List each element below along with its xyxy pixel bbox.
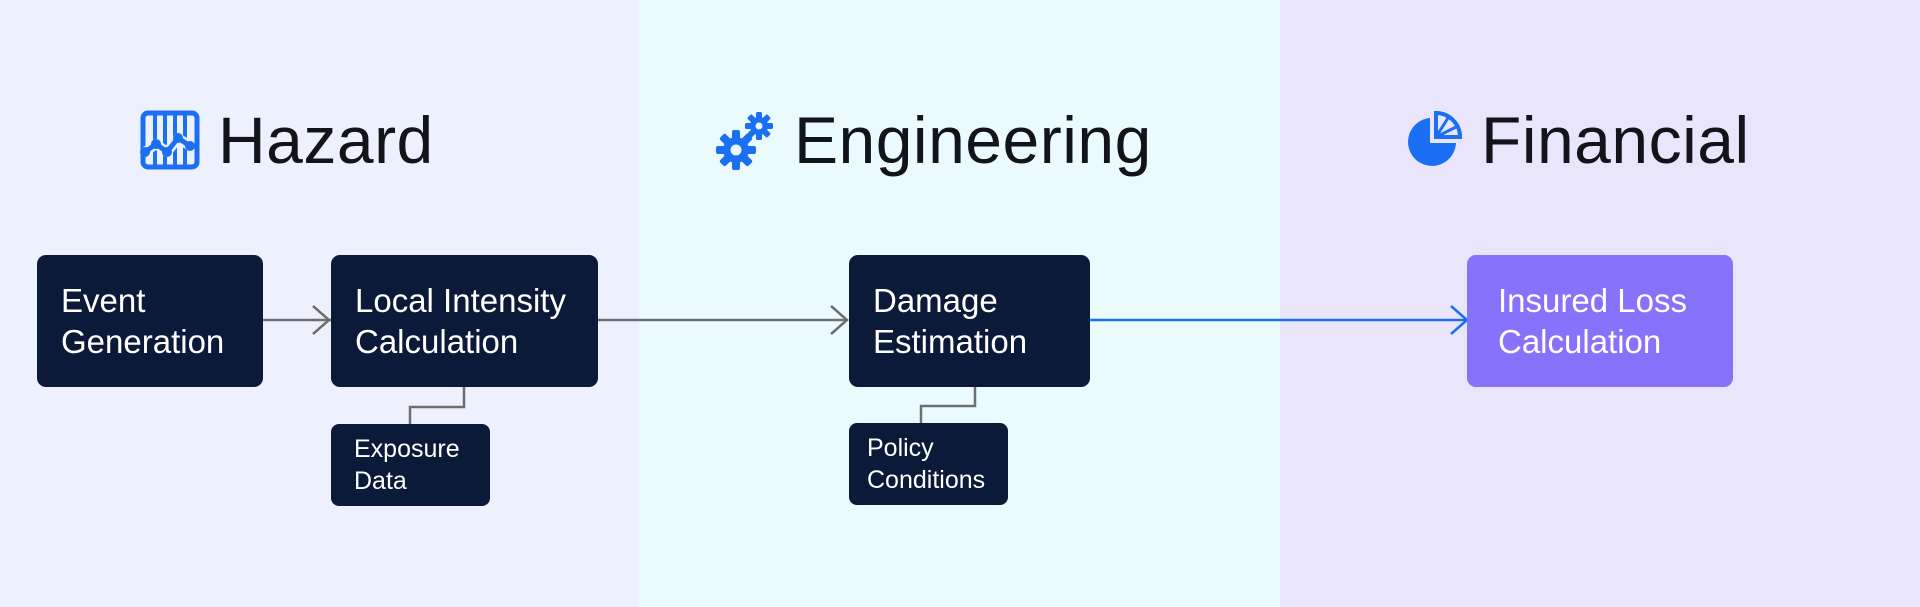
financial-title: Financial (1481, 103, 1750, 177)
hazard-header: Hazard (140, 100, 434, 180)
node-insured-loss-calculation[interactable]: Insured Loss Calculation (1467, 255, 1733, 387)
hazard-title: Hazard (218, 103, 434, 177)
node-event-generation[interactable]: Event Generation (37, 255, 263, 387)
node-damage-estimation[interactable]: Damage Estimation (849, 255, 1090, 387)
engineering-header: Engineering (716, 100, 1152, 180)
node-exposure-data[interactable]: Exposure Data (331, 424, 490, 506)
engineering-title: Engineering (794, 103, 1152, 177)
pie-chart-icon (1403, 110, 1463, 170)
node-local-intensity-calculation[interactable]: Local Intensity Calculation (331, 255, 598, 387)
waveform-grid-icon (140, 110, 200, 170)
financial-header: Financial (1403, 100, 1750, 180)
node-policy-conditions[interactable]: Policy Conditions (849, 423, 1008, 505)
gears-icon (716, 110, 776, 170)
